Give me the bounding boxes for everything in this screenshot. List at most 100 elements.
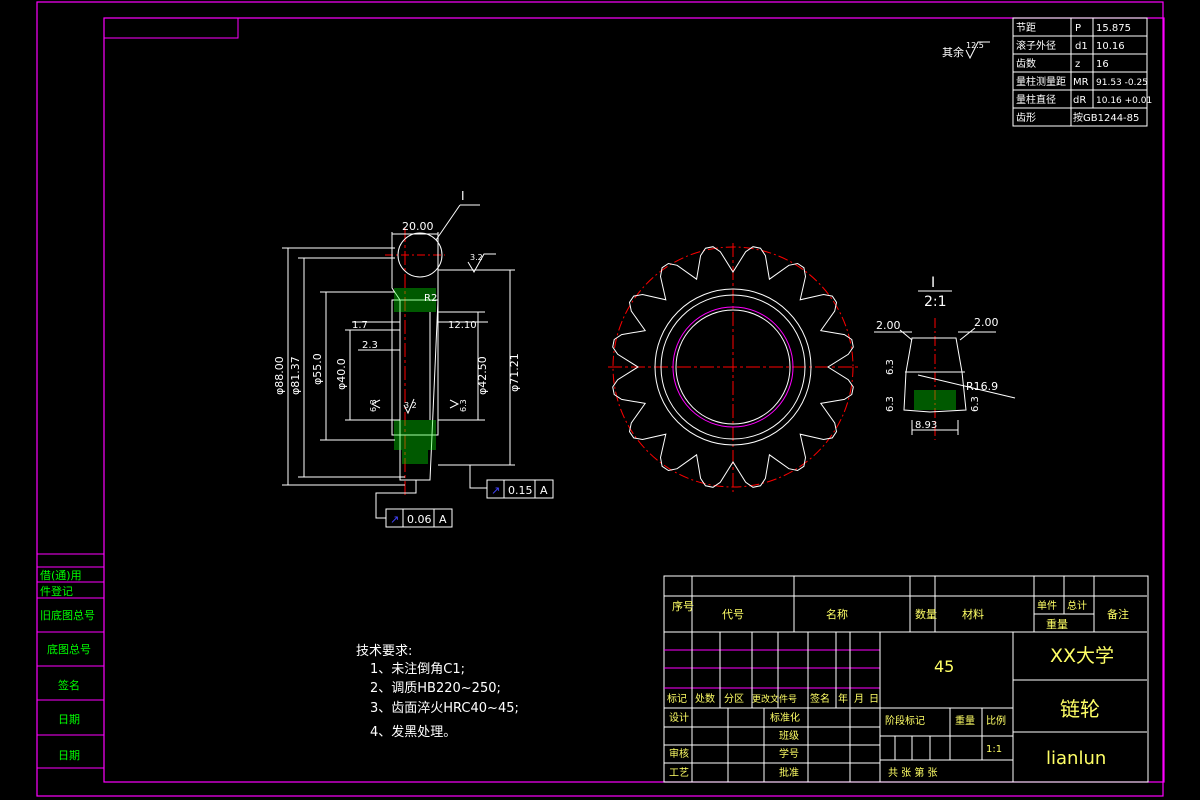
rough-top: 3.2 — [470, 253, 483, 262]
dim-dia-425: φ42.50 — [476, 356, 489, 395]
param-symbol: z — [1075, 59, 1080, 70]
bom-header: 代号 — [722, 608, 744, 621]
dim-dia-55: φ55.0 — [311, 353, 324, 385]
detail-bottom-dim: 8.93 — [915, 420, 937, 431]
roughness-note-text: 其余 — [942, 45, 964, 59]
detail-rough: 6.3 — [885, 359, 896, 375]
drawing-code: lianlun — [1046, 748, 1106, 769]
sheet-text: 共 张 第 张 — [888, 766, 938, 779]
dim-groove-right: 12.10 — [448, 320, 477, 331]
left-strip-label: 日期 — [58, 749, 80, 762]
detail-label: I — [931, 275, 935, 291]
role-label: 班级 — [779, 730, 799, 742]
revision-header: 标记 — [667, 693, 687, 705]
param-label: 量柱测量距 — [1016, 75, 1066, 88]
detail-scale: 2:1 — [924, 294, 947, 310]
param-label: 滚子外径 — [1016, 39, 1056, 52]
role-label: 审核 — [669, 747, 689, 760]
param-symbol: MR — [1073, 77, 1089, 88]
left-strip-label: 件登记 — [40, 584, 73, 598]
param-value: 91.53 -0.25 — [1096, 78, 1148, 88]
left-strip-label: 签名 — [58, 678, 80, 692]
revision-header: 月 — [854, 693, 864, 705]
school-name: XX大学 — [1050, 645, 1114, 667]
tolerance-symbol: ↗ — [491, 484, 500, 497]
stage-header: 阶段标记 — [885, 714, 925, 727]
tech-item: 1、未注倒角C1; — [370, 662, 465, 677]
bom-header: 单件 — [1037, 600, 1057, 612]
rough-mid: 3.2 — [404, 401, 417, 410]
revision-header: 分区 — [724, 693, 744, 705]
detail-right-dim: 2.00 — [974, 316, 999, 329]
bom-header: 序号 — [672, 599, 694, 613]
tolerance-value: 0.15 — [508, 484, 533, 497]
bom-header: 材料 — [962, 607, 984, 621]
detail-view: I 2:1 2.00 2.00 R16.9 6.3 6.3 6.3 8.93 — [874, 275, 1016, 440]
material-value: 45 — [934, 657, 954, 676]
revision-header: 年 — [838, 692, 848, 705]
sprocket-front-view — [608, 243, 858, 492]
revision-header: 日 — [869, 694, 879, 705]
tolerance-frame: ↗ 0.15 A — [486, 479, 554, 499]
role-label: 标准化 — [770, 711, 800, 724]
left-strip: 借(通)用 件登记 旧底图总号 底图总号 签名 日期 日期 — [37, 553, 104, 769]
param-value: 按GB1244-85 — [1073, 111, 1139, 124]
param-value: 10.16 — [1096, 41, 1125, 52]
dim-radius: R2 — [424, 293, 437, 304]
revision-header: 处数 — [695, 692, 715, 705]
dim-dia-8137: φ81.37 — [289, 356, 302, 395]
roughness-note-value: 12.5 — [966, 41, 984, 50]
outer-frame — [36, 1, 1164, 797]
revision-header: 更改文件号 — [752, 693, 797, 705]
param-symbol: d1 — [1075, 41, 1088, 52]
left-strip-label: 旧底图总号 — [40, 608, 95, 622]
param-label: 节距 — [1016, 22, 1036, 34]
tolerance-datum: A — [439, 513, 447, 526]
tolerance-frame: ↗ 0.06 A — [385, 508, 453, 528]
param-value: 10.16 +0.01 — [1096, 96, 1152, 106]
role-label: 设计 — [669, 711, 689, 724]
stage-header: 比例 — [986, 714, 1006, 727]
bom-header: 备注 — [1107, 607, 1129, 621]
title-block: 序号 代号 名称 数量 材料 单件 总计 备注 重量 标记 处数 分区 更改文件… — [663, 575, 1149, 783]
section-label: I — [461, 189, 465, 203]
param-table: 节距 滚子外径 齿数 量柱测量距 量柱直径 齿形 P d1 z MR dR 15… — [1012, 17, 1152, 127]
param-symbol: P — [1075, 23, 1081, 34]
rough-left: 6.3 — [369, 399, 378, 412]
detail-rough: 6.3 — [970, 396, 981, 412]
dim-dia-88: φ88.00 — [273, 356, 286, 395]
detail-radius: R16.9 — [966, 380, 998, 393]
tech-item: 3、齿面淬火HRC40~45; — [370, 701, 519, 716]
tech-title: 技术要求: — [356, 644, 412, 659]
roughness-note: 其余 12.5 — [942, 41, 990, 60]
param-value: 15.875 — [1096, 23, 1131, 34]
dim-chamfer: 2.3 — [362, 340, 378, 351]
bom-header: 重量 — [1046, 617, 1068, 631]
detail-left-dim: 2.00 — [876, 319, 901, 332]
param-value: 16 — [1096, 59, 1109, 70]
param-symbol: dR — [1073, 95, 1086, 106]
param-label: 量柱直径 — [1016, 93, 1056, 106]
dim-top-width: 20.00 — [402, 220, 434, 233]
bom-header: 名称 — [826, 607, 848, 621]
param-label: 齿数 — [1016, 57, 1036, 70]
tolerance-symbol: ↗ — [390, 513, 399, 526]
top-left-box — [103, 17, 239, 39]
role-label: 批准 — [779, 766, 799, 779]
bom-header: 数量 — [915, 608, 937, 621]
dim-dia-7121: φ71.21 — [508, 353, 521, 392]
tolerance-value: 0.06 — [407, 513, 432, 526]
part-name: 链轮 — [1060, 697, 1100, 721]
rough-right: 6.3 — [459, 399, 468, 412]
role-label: 学号 — [779, 747, 799, 760]
inner-frame — [103, 17, 1165, 783]
tech-item: 4、发黑处理。 — [370, 724, 456, 740]
left-strip-label: 日期 — [58, 713, 80, 726]
tolerance-datum: A — [540, 484, 548, 497]
scale-value: 1:1 — [986, 744, 1002, 755]
dim-groove-left: 1.7 — [352, 320, 368, 331]
section-view: I 20.00 φ88.00 φ81.37 φ55.0 φ40.0 φ42.50… — [273, 189, 521, 519]
bom-header: 总计 — [1067, 599, 1087, 612]
revision-header: 签名 — [810, 692, 830, 705]
